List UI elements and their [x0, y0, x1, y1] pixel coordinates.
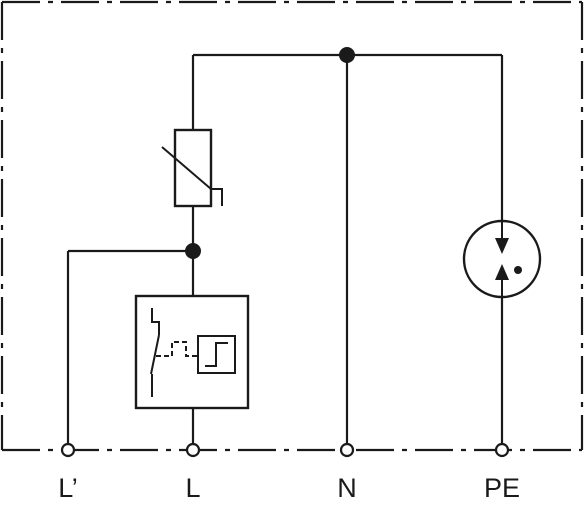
label-n: N [337, 473, 357, 503]
label-pe: PE [484, 473, 520, 503]
terminal-n [339, 442, 355, 458]
junction-dot-top [339, 47, 355, 63]
gas-discharge-tube-icon [462, 219, 542, 299]
label-l-prime: L’ [58, 473, 78, 503]
device-enclosure [0, 0, 584, 452]
wiring [66, 53, 504, 444]
label-l: L [185, 473, 200, 503]
varistor-icon [161, 128, 223, 208]
junction-dot-middle [185, 243, 201, 259]
terminal-pe [494, 442, 510, 458]
terminal-l [185, 442, 201, 458]
thermal-disconnector-icon [134, 294, 250, 410]
terminal-l-prime [60, 442, 76, 458]
